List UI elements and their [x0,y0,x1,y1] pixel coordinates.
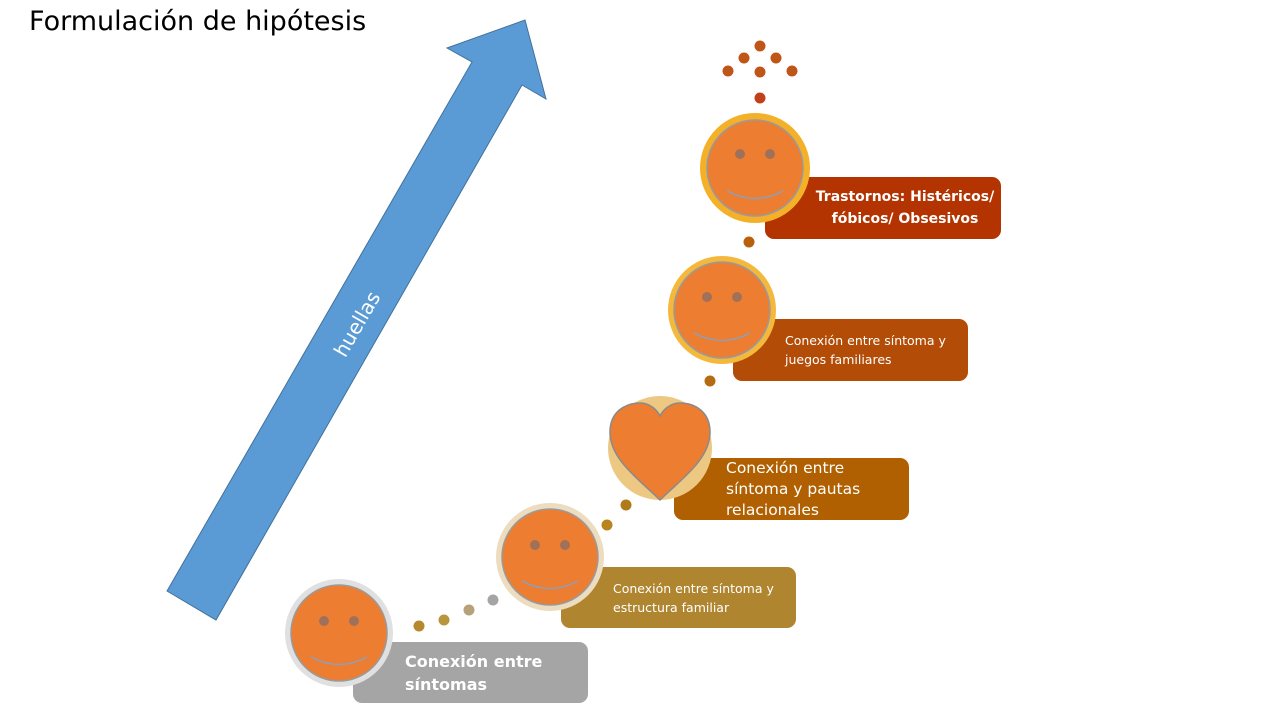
step-3-box [674,458,909,520]
step-5-box [765,177,1001,239]
step-2-box [561,567,796,628]
step-5-label: Trastornos: Histéricos/ fóbicos/ Obsesiv… [815,189,995,227]
step-2-text-box: Conexión entre síntoma y estructura fami… [613,567,793,628]
step-2-label: Conexión entre síntoma y estructura fami… [613,580,774,615]
step-3-text-box: Conexión entre síntoma y pautas relacion… [726,458,906,520]
step-1-text-box: Conexión entre síntomas [405,642,585,703]
step-1-box [353,642,588,703]
step-2-smiley-icon [496,503,604,611]
step-4-smiley-icon [668,256,776,364]
step-4-box [733,319,968,381]
connector-dots [413,236,755,632]
step-4-text-box: Conexión entre síntoma y juegos familiar… [785,319,965,381]
step-4-label: Conexión entre síntoma y juegos familiar… [785,333,946,367]
step-3-heart-icon [608,396,712,502]
sparkle-dots [722,40,798,104]
progress-arrow [166,19,547,621]
page-title: Formulación de hipótesis [29,6,367,37]
step-1-smiley-icon [285,579,393,687]
step-3-label: Conexión entre síntoma y pautas relacion… [726,458,861,519]
step-1-label: Conexión entre síntomas [405,651,543,694]
step-5-text-box: Trastornos: Histéricos/ fóbicos/ Obsesiv… [812,177,998,239]
step-5-smiley-icon [700,113,810,223]
